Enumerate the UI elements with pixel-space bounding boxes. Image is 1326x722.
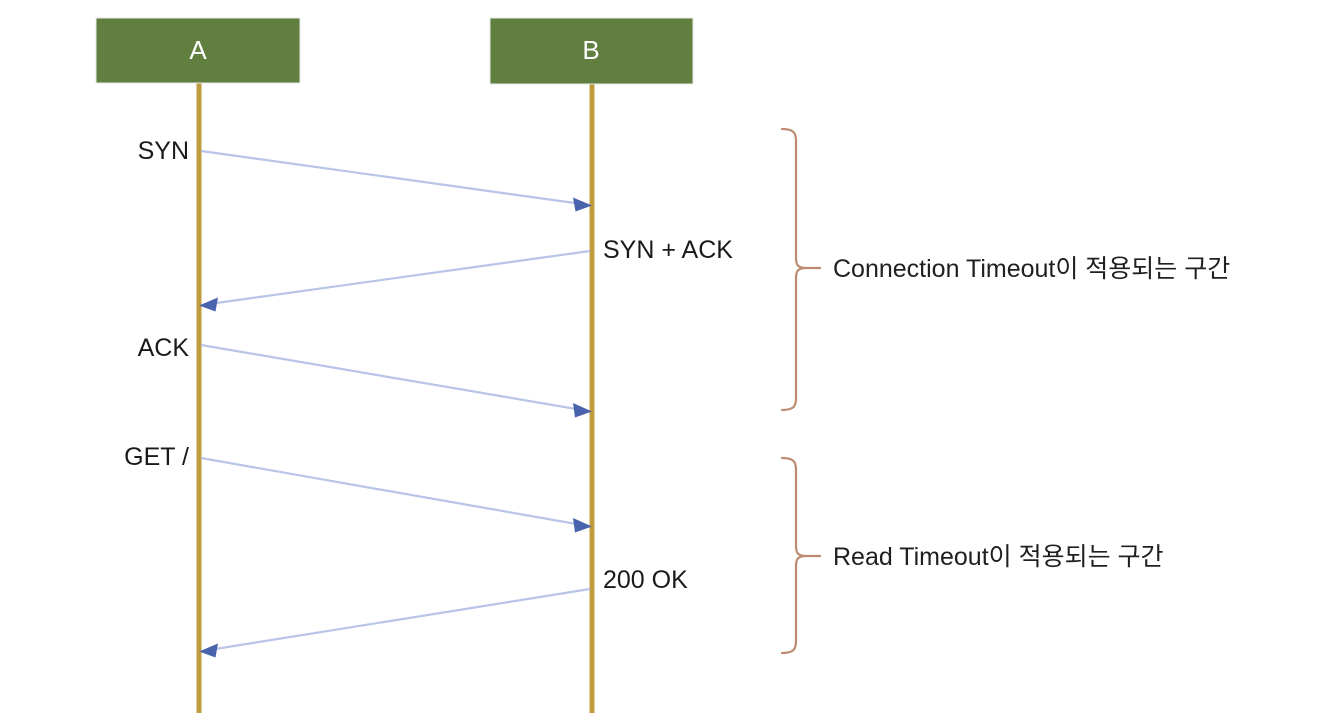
message-1-label: SYN <box>138 137 189 165</box>
message-2-syn-ack[interactable]: SYN + ACK <box>199 236 733 312</box>
annotation-connection-timeout[interactable]: Connection Timeout이 적용되는 구간 <box>780 127 1230 412</box>
annotation-read-timeout-label: Read Timeout이 적용되는 구간 <box>833 543 1164 571</box>
annotation-connection-timeout-brace <box>780 127 808 412</box>
message-3-ack[interactable]: ACK <box>138 334 592 418</box>
annotation-connection-timeout-label: Connection Timeout이 적용되는 구간 <box>833 255 1230 283</box>
message-4-label: GET / <box>124 443 189 471</box>
message-5-arrowhead <box>199 643 218 658</box>
message-4-line <box>200 456 583 527</box>
actor-b-box[interactable] <box>489 17 694 85</box>
message-4-get[interactable]: GET / <box>124 443 592 533</box>
actor-b[interactable]: B <box>489 17 694 85</box>
actor-a-box[interactable] <box>95 17 301 84</box>
message-2-arrowhead <box>199 297 218 312</box>
message-1-arrowhead <box>573 197 592 212</box>
annotation-read-timeout-brace <box>780 456 808 655</box>
message-3-label: ACK <box>138 334 190 362</box>
message-5-label: 200 OK <box>603 566 688 594</box>
message-3-arrowhead <box>573 403 592 418</box>
message-5-200-ok[interactable]: 200 OK <box>199 566 688 658</box>
message-2-line <box>208 249 591 306</box>
actor-a-label: A <box>189 35 207 65</box>
message-1-line <box>200 149 583 206</box>
message-1-syn[interactable]: SYN <box>138 137 592 212</box>
message-5-line <box>208 587 591 652</box>
message-4-arrowhead <box>573 518 592 533</box>
lifelines-group <box>196 83 595 713</box>
message-2-label: SYN + ACK <box>603 236 733 264</box>
message-3-line <box>200 343 583 412</box>
actor-a[interactable]: A <box>95 17 301 84</box>
actor-b-label: B <box>582 35 599 65</box>
annotation-read-timeout[interactable]: Read Timeout이 적용되는 구간 <box>780 456 1164 655</box>
